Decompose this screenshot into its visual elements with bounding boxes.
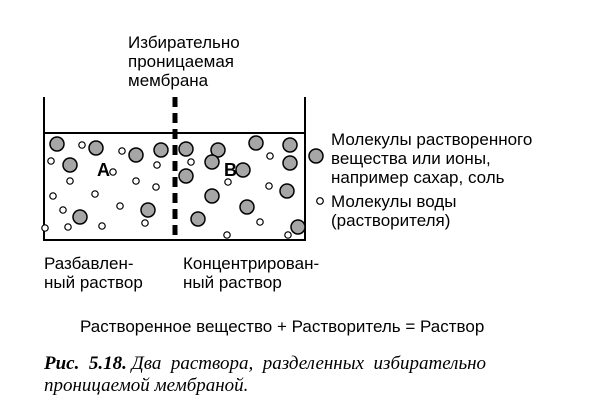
water-molecule bbox=[47, 157, 55, 165]
water-molecule bbox=[118, 147, 126, 155]
concentrated-label-line-1: Концентрирован- bbox=[183, 254, 320, 273]
solute-molecule bbox=[178, 141, 194, 157]
dilute-label-line-2: ный раствор bbox=[44, 273, 143, 292]
legend-water-marker bbox=[316, 197, 324, 205]
solute-molecules bbox=[49, 135, 306, 235]
water-molecule bbox=[59, 206, 67, 214]
membrane-label-line-3: мембрана bbox=[128, 71, 209, 90]
solute-molecule bbox=[290, 219, 306, 235]
compartment-b-label: B bbox=[224, 160, 237, 180]
dilute-label-line-1: Разбавлен- bbox=[44, 254, 134, 273]
water-molecule bbox=[187, 158, 195, 166]
solute-molecule bbox=[72, 209, 88, 225]
solute-molecule bbox=[140, 202, 156, 218]
water-molecule bbox=[223, 231, 231, 239]
water-molecule bbox=[66, 177, 74, 185]
water-molecule bbox=[265, 182, 273, 190]
equation-text: Растворенное вещество + Растворитель = Р… bbox=[80, 317, 485, 336]
water-molecule bbox=[152, 183, 160, 191]
container-walls bbox=[43, 97, 306, 241]
concentrated-label-line-2: ный раствор bbox=[183, 273, 282, 292]
solute-molecule bbox=[49, 136, 65, 152]
solute-molecule bbox=[282, 137, 298, 153]
solute-molecule bbox=[248, 135, 264, 151]
water-molecule bbox=[41, 224, 49, 232]
compartment-a-label: A bbox=[97, 160, 110, 180]
solute-molecule bbox=[178, 168, 194, 184]
water-molecule bbox=[64, 223, 72, 231]
legend-water-line-2: (растворителя) bbox=[331, 211, 451, 230]
solute-molecule bbox=[62, 157, 78, 173]
solute-molecule bbox=[282, 155, 298, 171]
legend-solute-marker bbox=[308, 148, 324, 164]
water-molecule bbox=[256, 218, 264, 226]
solute-molecule bbox=[210, 142, 226, 158]
water-molecules bbox=[41, 141, 292, 239]
water-molecule bbox=[132, 177, 140, 185]
solute-molecule bbox=[239, 199, 255, 215]
water-molecule bbox=[116, 202, 124, 210]
solute-molecule bbox=[88, 140, 104, 156]
figure-caption-line-2: проницаемой мембраной. bbox=[44, 375, 249, 396]
figure-caption-line-1: Рис. 5.18. Два раствора, разделенных изб… bbox=[44, 353, 486, 374]
water-molecule bbox=[91, 190, 99, 198]
water-molecule bbox=[78, 141, 86, 149]
legend-water-line-1: Молекулы воды bbox=[331, 192, 457, 211]
water-molecule bbox=[266, 152, 274, 160]
water-molecule bbox=[98, 222, 106, 230]
solute-molecule bbox=[153, 142, 169, 158]
membrane-label-line-1: Избирательно bbox=[128, 33, 240, 52]
water-molecule bbox=[284, 231, 292, 239]
legend-solute-line-2: вещества или ионы, bbox=[331, 149, 491, 168]
water-molecule bbox=[224, 178, 232, 186]
figure-number: Рис. 5.18. bbox=[44, 353, 127, 374]
water-molecule bbox=[49, 192, 57, 200]
water-molecule bbox=[109, 168, 117, 176]
solute-molecule bbox=[279, 183, 295, 199]
water-molecule bbox=[153, 161, 161, 169]
solute-molecule bbox=[204, 154, 220, 170]
solute-molecule bbox=[190, 211, 206, 227]
membrane-label-line-2: проницаемая bbox=[128, 52, 234, 71]
water-molecule bbox=[141, 219, 149, 227]
solute-molecule bbox=[204, 188, 220, 204]
figure-caption-text: Два раствора, разделенных избирательно bbox=[131, 353, 487, 374]
solute-molecule bbox=[235, 162, 251, 178]
solute-molecule bbox=[128, 147, 144, 163]
legend-solute-line-1: Молекулы растворенного bbox=[331, 130, 533, 149]
legend-solute-line-3: например сахар, соль bbox=[331, 168, 505, 187]
